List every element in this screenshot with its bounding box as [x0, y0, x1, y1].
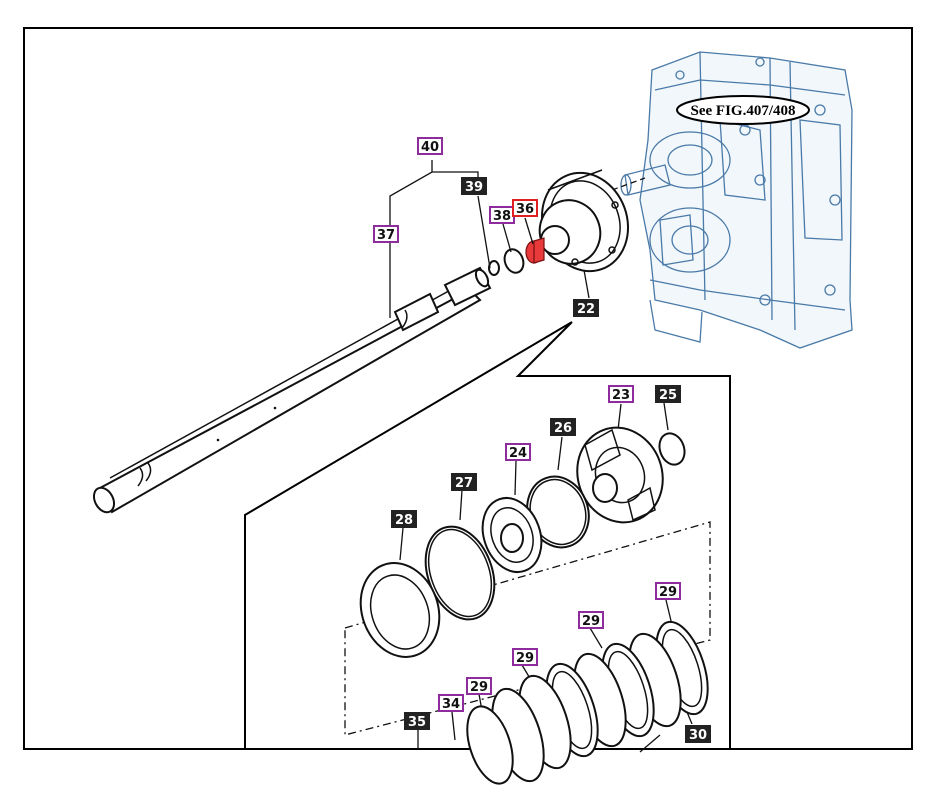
diagram-frame [23, 27, 913, 750]
part-label-p38[interactable]: 38 [489, 206, 515, 224]
part-label-p24[interactable]: 24 [505, 443, 531, 461]
svg-text:See FIG.407/408: See FIG.407/408 [691, 103, 796, 119]
part-label-p37[interactable]: 37 [373, 225, 399, 243]
part-label-p28[interactable]: 28 [391, 510, 417, 528]
part-number-text: 36 [516, 202, 534, 217]
part-label-p29d[interactable]: 29 [466, 677, 492, 695]
part-number-text: 28 [395, 513, 413, 528]
part-number-text: 39 [465, 180, 483, 195]
part-24-plate [481, 497, 543, 573]
part-number-text: 29 [582, 614, 600, 629]
part-label-p39[interactable]: 39 [461, 177, 487, 195]
clutch-cover [538, 169, 630, 273]
part-label-p27[interactable]: 27 [451, 473, 477, 491]
part-39-ring [488, 260, 500, 276]
part-label-p34[interactable]: 34 [438, 694, 464, 712]
dashed-group-outline [344, 521, 711, 736]
part-38-o-ring [503, 248, 525, 274]
part-28-washer [359, 562, 441, 658]
part-label-p22[interactable]: 22 [573, 299, 599, 317]
part-label-p35[interactable]: 35 [404, 712, 430, 730]
part-label-p26[interactable]: 26 [550, 418, 576, 436]
part-number-text: 26 [554, 421, 572, 436]
part-label-p29c[interactable]: 29 [512, 648, 538, 666]
part-number-text: 29 [659, 585, 677, 600]
part-number-text: 23 [612, 388, 630, 403]
part-label-p40[interactable]: 40 [417, 137, 443, 155]
part-label-p30[interactable]: 30 [685, 725, 711, 743]
part-number-text: 29 [470, 680, 488, 695]
part-label-p29b[interactable]: 29 [578, 611, 604, 629]
part-number-text: 22 [577, 302, 595, 317]
clutch-disc-stack [466, 620, 709, 785]
part-36-bushing-highlighted [525, 237, 545, 264]
part-label-p29a[interactable]: 29 [655, 582, 681, 600]
part-25-o-ring [658, 432, 686, 466]
part-number-text: 25 [659, 388, 677, 403]
part-number-text: 34 [442, 697, 460, 712]
see-figure-callout[interactable]: See FIG.407/408 [676, 95, 810, 125]
part-number-text: 38 [493, 209, 511, 224]
part-number-text: 37 [377, 228, 395, 243]
part-number-text: 29 [516, 651, 534, 666]
part-label-p36[interactable]: 36 [512, 199, 538, 217]
detail-frame [244, 321, 731, 749]
part-number-text: 30 [689, 728, 707, 743]
part-number-text: 24 [509, 446, 527, 461]
part-number-text: 27 [455, 476, 473, 491]
part-number-text: 40 [421, 140, 439, 155]
part-37-shaft [92, 266, 492, 514]
part-label-p25[interactable]: 25 [655, 385, 681, 403]
part-label-p23[interactable]: 23 [608, 385, 634, 403]
part-number-text: 35 [408, 715, 426, 730]
